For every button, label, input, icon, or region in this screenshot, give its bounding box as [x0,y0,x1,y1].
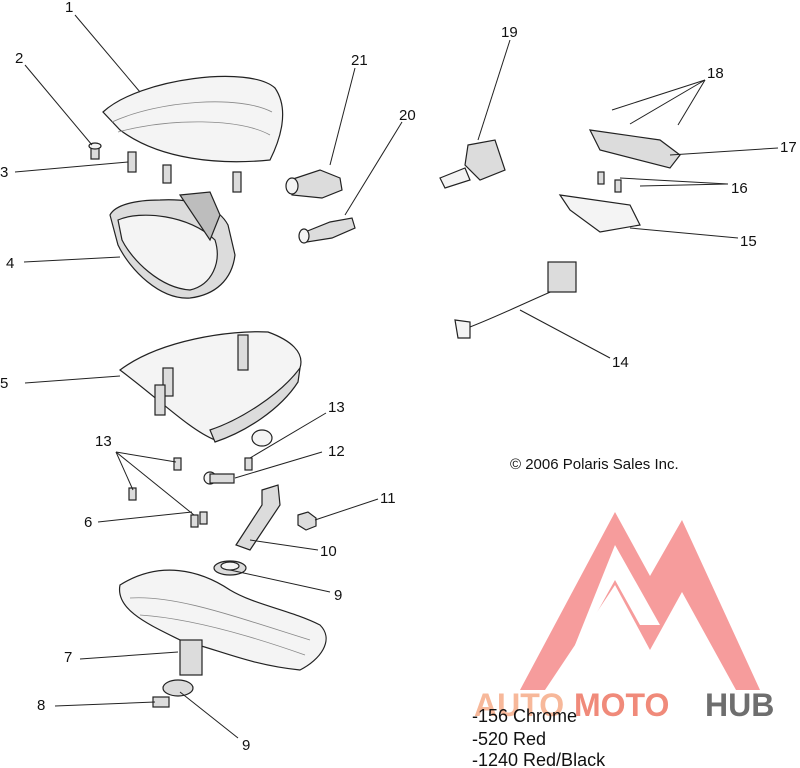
callout-19: 19 [501,24,518,41]
finish-legend: -156 Chrome -520 Red -1240 Red/Black [472,706,606,768]
callout-5: 5 [0,375,8,392]
bracket-arm-part [235,484,281,551]
headlight-cover-part [102,75,284,163]
watermark-text: AUTO MOTO HUB [474,687,774,723]
callout-9-upper: 9 [334,587,342,604]
toggle-switch-part [439,139,506,189]
callout-labels: 1 2 3 4 5 6 7 8 9 9 10 11 12 13 13 14 15… [0,0,797,754]
handlebar-clamp-part [119,569,327,671]
bushing-part [152,679,194,708]
watermark-moto: MOTO [574,687,669,723]
legend-line-3: -1240 Red/Black [472,750,606,768]
lower-shell-part [118,331,302,447]
callout-20: 20 [399,107,416,124]
callout-1: 1 [65,0,73,16]
callout-10: 10 [320,543,337,560]
callout-9-lower: 9 [242,737,250,754]
wire-harness-part [454,261,577,339]
spacer-part [179,639,203,676]
legend-line-2: -520 Red [472,729,546,749]
nut-part [297,511,317,531]
watermark-logo-icon [520,512,760,690]
callout-3: 3 [0,164,8,181]
callout-18: 18 [707,65,724,82]
bulb-part [285,169,356,244]
screw-part [88,142,102,160]
callout-8: 8 [37,697,45,714]
callout-13-right: 13 [328,399,345,416]
callout-12: 12 [328,443,345,460]
switch-bracket-part [558,129,681,233]
callout-11: 11 [380,490,396,507]
callout-6: 6 [84,514,92,531]
copyright-text: © 2006 Polaris Sales Inc. [510,456,679,473]
callout-15: 15 [740,233,757,250]
callout-21: 21 [351,52,368,69]
mounting-screw-part [128,457,253,528]
callout-14: 14 [612,354,629,371]
headlight-housing-part [109,191,236,299]
callout-13-left: 13 [95,433,112,450]
leader-lines [14,14,779,739]
callout-2: 2 [15,50,23,67]
callout-7: 7 [64,649,72,666]
callout-17: 17 [780,139,797,156]
watermark-hub: HUB [705,687,774,723]
callout-4: 4 [6,255,14,272]
legend-line-1: -156 Chrome [472,706,577,726]
watermark-auto: AUTO [474,687,564,723]
callout-16: 16 [731,180,748,197]
